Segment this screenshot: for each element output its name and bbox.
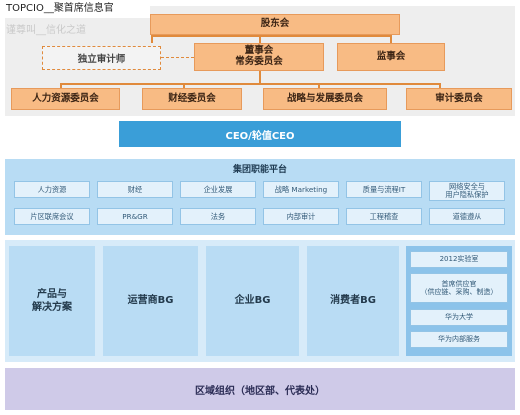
connector-line — [151, 35, 153, 43]
executive-committee-label: 常务委员会 — [235, 56, 283, 67]
supervisors-box: 监事会 — [337, 43, 445, 71]
support-item-internal-services: 华为内部服务 — [410, 331, 508, 348]
bg-carrier: 运营商BG — [103, 246, 198, 356]
connector-line — [259, 71, 261, 83]
region-box: 区域组织（地区部、代表处） — [5, 368, 515, 410]
bg-enterprise: 企业BG — [206, 246, 299, 356]
platform-item: 战略 Marketing — [263, 181, 339, 198]
committee-hr: 人力资源委员会 — [11, 88, 120, 110]
committee-audit: 审计委员会 — [406, 88, 512, 110]
platform-item: 内部审计 — [263, 208, 339, 225]
connector-line — [318, 83, 320, 88]
platform-item: 企业发展 — [180, 181, 256, 198]
independent-auditor-box: 独立审计师 — [42, 46, 161, 70]
platform-item: 网络安全与 用户隐私保护 — [429, 181, 505, 201]
connector-line — [60, 83, 440, 85]
connector-line — [183, 83, 185, 88]
watermark-tagline: 谨尊叫__信化之道 — [6, 25, 86, 36]
board-label: 董事会 — [244, 45, 274, 57]
connector-line — [390, 35, 392, 43]
platform-item: 法务 — [180, 208, 256, 225]
bg-products-solutions: 产品与 解决方案 — [9, 246, 95, 356]
connector-line-dashed — [161, 57, 194, 58]
support-item-supply: 首席供应官 （供应链、采购、制造） — [410, 273, 508, 303]
platform-item: 道德遵从 — [429, 208, 505, 225]
support-item-lab: 2012实验室 — [410, 251, 508, 268]
connector-line — [60, 83, 62, 88]
platform-item: 质量与流程IT — [346, 181, 422, 198]
ceo-box: CEO/轮值CEO — [119, 121, 401, 147]
support-item-university: 华为大学 — [410, 309, 508, 326]
platform-item: 财经 — [97, 181, 173, 198]
watermark-brand: TOPCIO__聚首席信息官 — [0, 0, 150, 18]
committee-finance: 财经委员会 — [142, 88, 242, 110]
connector-line — [259, 35, 261, 43]
connector-line — [439, 83, 441, 88]
platform-title: 集团职能平台 — [232, 165, 287, 175]
platform-item: 片区联席会议 — [14, 208, 90, 225]
bg-consumer: 消费者BG — [307, 246, 399, 356]
platform-item: PR&GR — [97, 208, 173, 225]
platform-item: 人力资源 — [14, 181, 90, 198]
platform-item: 工程稽查 — [346, 208, 422, 225]
connector-line — [151, 35, 391, 37]
committee-strategy: 战略与发展委员会 — [263, 88, 387, 110]
shareholders-box: 股东会 — [150, 14, 400, 35]
board-box: 董事会 常务委员会 — [194, 43, 324, 71]
